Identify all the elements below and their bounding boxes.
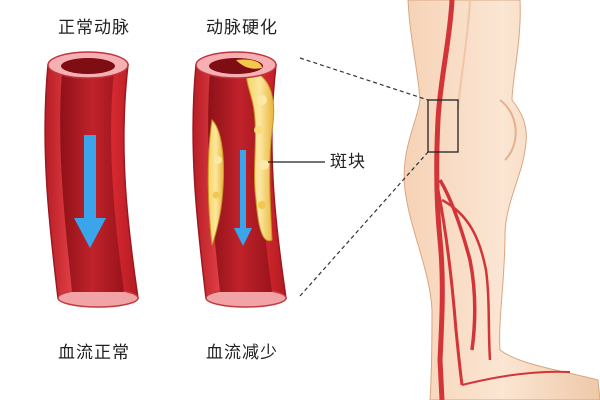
- plaque-deposit: [245, 69, 275, 242]
- normal-artery: [44, 51, 139, 308]
- arrow-down-icon: [74, 135, 106, 248]
- zoom-line-top: [299, 57, 429, 101]
- flow-reduced-label: 血流减少: [206, 343, 278, 363]
- leg-illustration: [403, 0, 600, 400]
- magnify-box: [427, 99, 459, 153]
- narrowed-artery: [192, 51, 287, 308]
- zoom-line-bottom: [299, 151, 429, 297]
- normal-artery-title: 正常动脉: [58, 18, 130, 38]
- plaque-label: 斑块: [330, 152, 366, 172]
- flow-normal-label: 血流正常: [58, 343, 130, 363]
- arrow-down-icon: [234, 150, 252, 246]
- atherosclerosis-title: 动脉硬化: [206, 18, 278, 38]
